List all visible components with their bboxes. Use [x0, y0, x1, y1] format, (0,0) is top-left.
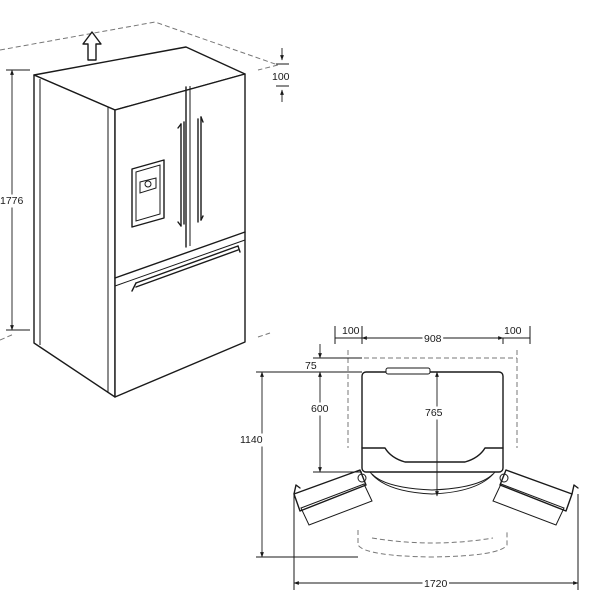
depth-no-doors-label: 600: [311, 403, 329, 415]
drawer-handle: [131, 245, 241, 292]
width-doors-open-label: 1720: [424, 578, 448, 590]
plan-door-left: [293, 469, 373, 526]
depth-dimension: 600: [309, 371, 362, 473]
fridge-side: [33, 74, 116, 398]
width-open-dimension: 1720: [293, 494, 579, 591]
rear-gap-label: 75: [305, 360, 317, 372]
plan-clearance-outline: [347, 350, 518, 448]
up-arrow-icon: [82, 31, 102, 61]
top-clearance-label: 100: [272, 71, 290, 83]
width-dimension-row: 100 908 100: [334, 324, 531, 346]
plan-fridge-body: [361, 367, 504, 495]
depth-doors-open-label: 1140: [240, 434, 263, 446]
plan-drawer-open: [357, 530, 508, 558]
depth-with-handles-label: 765: [425, 407, 443, 419]
side-clearance-right-label: 100: [504, 325, 522, 337]
door-handle-right: [197, 116, 204, 223]
rear-gap-dimension: 75: [303, 344, 362, 373]
fridge-body: [33, 46, 246, 398]
height-label: 1776: [0, 195, 24, 207]
fridge-plan-view: 100 908 100: [238, 324, 579, 591]
fridge-front: [114, 73, 246, 398]
height-dimension: 1776: [0, 69, 30, 331]
width-label: 908: [424, 333, 442, 345]
depth-open-dimension: 1140: [238, 371, 362, 558]
side-clearance-left-label: 100: [342, 325, 360, 337]
door-handle-left: [177, 121, 185, 227]
fridge-perspective-view: 1776 100: [0, 21, 292, 398]
drawer-split: [114, 231, 246, 279]
plan-door-right: [492, 469, 579, 526]
depth-with-handles-dimension: 765: [423, 371, 445, 497]
clearance-box: [0, 21, 280, 341]
top-clearance-dimension: 100: [270, 48, 292, 102]
rear-hinge-cover: [385, 367, 431, 375]
water-dispenser-icon: [131, 159, 165, 228]
